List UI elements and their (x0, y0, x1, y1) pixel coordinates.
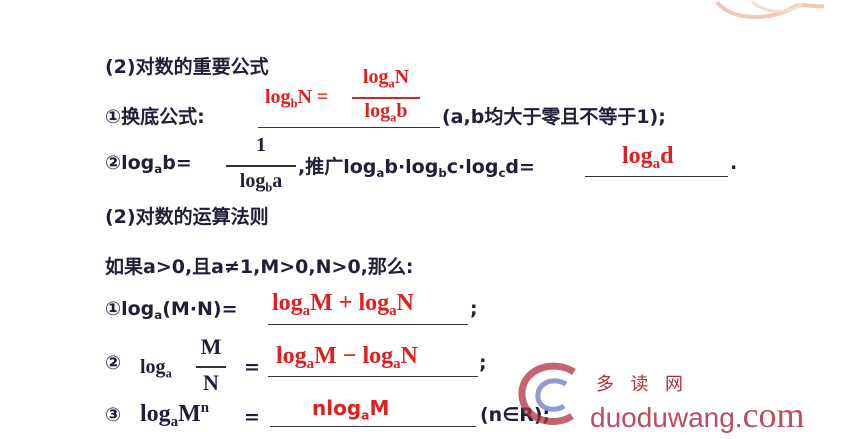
section-title-operation-rules: (2)对数的运算法则 (105, 206, 269, 228)
semicolon: ; (479, 352, 487, 374)
semicolon: ; (470, 298, 478, 320)
change-of-base-label: ①换底公式: (105, 106, 205, 128)
reciprocal-fraction: 1 logba (226, 134, 296, 198)
answer-blank-2 (585, 152, 728, 177)
generalization-text: ,推广logab·logbc·logcd= (298, 156, 535, 181)
equals-sign: = (244, 406, 260, 428)
rule2-label: ② (105, 352, 122, 374)
change-of-base-condition: (a,b均大于零且不等于1); (442, 106, 666, 128)
fraction-numerator: logaN (362, 66, 410, 91)
change-of-base-lhs: logbN = (265, 86, 329, 111)
fraction-denominator: logba (239, 170, 283, 195)
fraction-bar (196, 366, 226, 368)
fraction-denominator: N (203, 370, 219, 395)
period: . (730, 152, 738, 174)
answer-blank-3 (268, 298, 468, 325)
decorative-swirl (715, 0, 825, 19)
fraction-denominator: logab (364, 100, 408, 125)
change-of-base-fraction: logaN logab (352, 66, 420, 128)
watermark-url: duoduwang.com (590, 395, 805, 435)
rule2-answer: logaM − logaN (276, 343, 418, 373)
answer-blank-1 (258, 103, 440, 128)
fraction-numerator: 1 (256, 134, 266, 156)
answer-blank-5 (270, 404, 476, 427)
equals-sign: = (244, 356, 260, 378)
fraction-bar (226, 165, 296, 167)
rule2-fraction: M N (196, 334, 226, 398)
watermark-chinese-text: 多 读 网 (596, 374, 689, 394)
answer-blank-4 (268, 350, 478, 377)
rule2-log: loga (140, 356, 172, 381)
reciprocal-label: ②logab= (105, 152, 192, 177)
condition-text: 如果a>0,且a≠1,M>0,N>0,那么: (105, 256, 414, 278)
rule3-lhs: logaMn (140, 400, 210, 431)
reciprocal-answer: logad (622, 143, 674, 173)
watermark-logo-icon (518, 362, 576, 425)
rule3-answer: nlogaM (312, 396, 390, 423)
rule1-answer: logaM + logaN (272, 290, 414, 320)
section-title-important-formulas: (2)对数的重要公式 (105, 56, 269, 78)
rule3-condition: (n∈R); (480, 404, 551, 426)
rule1-label: ①loga(M·N)= (105, 298, 238, 323)
rule3-label: ③ (105, 404, 122, 426)
fraction-bar (352, 97, 420, 99)
fraction-numerator: M (200, 334, 222, 359)
